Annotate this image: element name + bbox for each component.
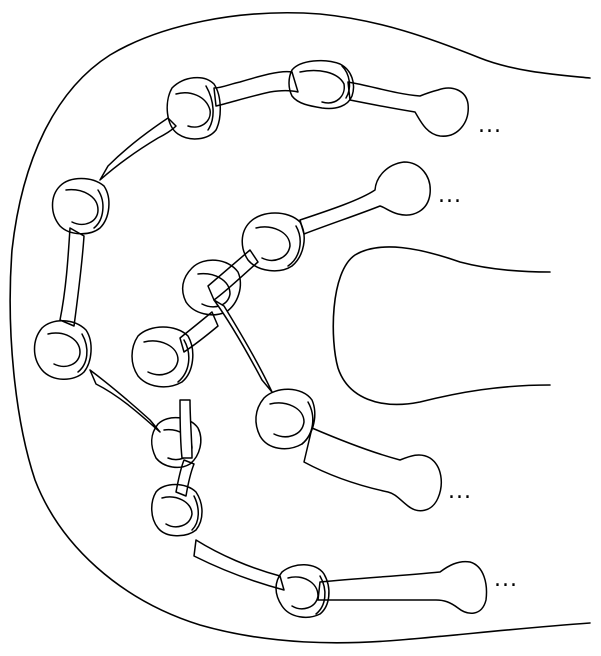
bone-segment <box>180 312 218 352</box>
knot <box>289 61 354 109</box>
bone-segment <box>318 562 486 614</box>
outer-boundary <box>10 13 590 643</box>
strand-top-continuation: ... <box>478 113 502 138</box>
bone-segment <box>300 162 430 234</box>
knot <box>256 389 315 448</box>
knot <box>152 418 201 468</box>
bone-segment <box>214 300 272 392</box>
strand-second <box>132 162 430 458</box>
strand-second-continuation: ... <box>438 183 462 208</box>
bone-segment <box>208 250 258 300</box>
strand-third-continuation: ... <box>448 479 472 504</box>
bone-segment <box>100 118 176 180</box>
knot <box>167 78 220 139</box>
bone-segment <box>90 370 160 432</box>
bone-segment <box>180 400 192 458</box>
bone-segment <box>304 428 441 511</box>
bone-segment <box>60 228 84 326</box>
bone-segment <box>194 540 284 590</box>
knot <box>35 321 92 380</box>
strand-third <box>214 300 441 511</box>
bone-segment <box>348 82 468 136</box>
strand-top <box>35 61 487 618</box>
knot <box>53 179 109 234</box>
inner-boundary <box>333 247 550 404</box>
strand-bottom-continuation: ... <box>494 567 518 592</box>
bone-segment <box>176 460 194 496</box>
bone-segment <box>214 72 298 106</box>
